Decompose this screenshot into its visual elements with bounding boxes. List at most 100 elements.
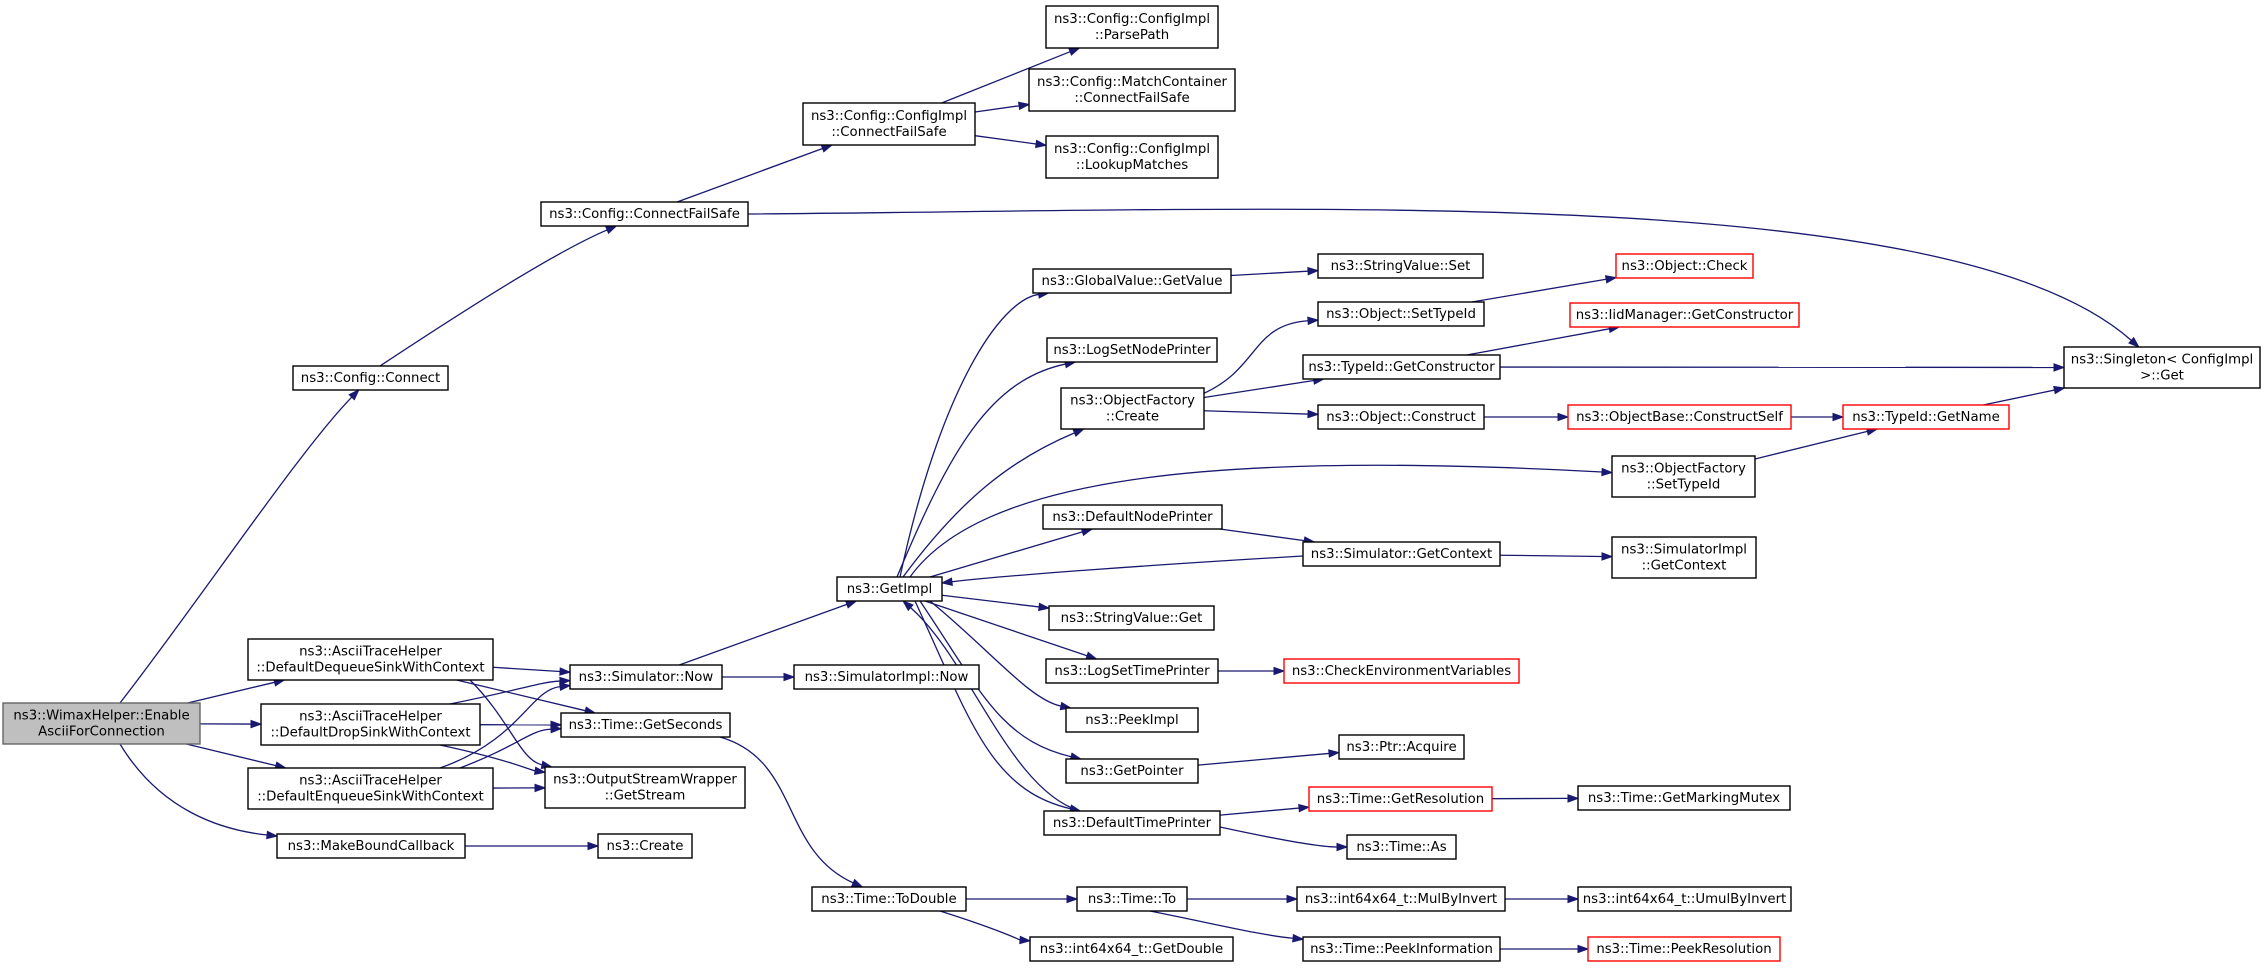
node-time-peekinformation[interactable]: ns3::Time::PeekInformation: [1302, 936, 1501, 962]
node-label: ns3::StringValue::Get: [1061, 611, 1203, 626]
edge-line: [919, 600, 1072, 758]
node-label: ::ConnectFailSafe: [1074, 91, 1189, 106]
node-time-to[interactable]: ns3::Time::To: [1076, 886, 1188, 912]
edge-line: [459, 728, 552, 769]
edge-root-to-config_connect: [119, 388, 360, 704]
node-box: [292, 365, 449, 391]
node-box: [1611, 536, 1757, 579]
edge-line: [469, 679, 543, 766]
node-box: [1042, 504, 1223, 530]
arrowhead-object_settypeid-object_check: [1604, 275, 1618, 284]
edge-objectfactory_settypeid-to-typeid_getname: [1754, 427, 1879, 460]
node-int64-getdouble[interactable]: ns3::int64x64_t::GetDouble: [1029, 936, 1234, 962]
edge-time_to-to-int64_mulbyinvert: [1187, 894, 1299, 904]
arrowhead-configimpl_connectfailsafe-matchcontainer_connectfailsafe: [1018, 101, 1031, 111]
edge-line: [896, 363, 1066, 578]
node-time-peekresolution[interactable]: ns3::Time::PeekResolution: [1587, 936, 1781, 962]
node-label: ns3::GetImpl: [847, 582, 932, 597]
arrowhead-time_getresolution-time_getmarkingmutex: [1567, 794, 1580, 803]
arrowhead-object_construct-objectbase_constructself: [1557, 412, 1570, 422]
node-iidmanager-getconstructor[interactable]: ns3::IidManager::GetConstructor: [1569, 302, 1800, 328]
node-peekimpl[interactable]: ns3::PeekImpl: [1065, 707, 1199, 733]
node-int64-mulbyinvert[interactable]: ns3::int64x64_t::MulByInvert: [1296, 886, 1506, 912]
edge-objectbase_constructself-to-typeid_getname: [1791, 412, 1845, 422]
arrowhead-objectfactory_create-object_settypeid: [1307, 316, 1320, 326]
arrowhead-objectbase_constructself-typeid_getname: [1832, 412, 1845, 422]
node-box: [597, 833, 693, 859]
edge-getpointer-to-ptr_acquire: [1197, 749, 1341, 766]
edge-getimpl-to-logsetnodeprinter: [896, 359, 1077, 578]
node-label: ns3::SimulatorImpl::Now: [805, 670, 969, 685]
node-stringvalue-set[interactable]: ns3::StringValue::Set: [1317, 253, 1484, 279]
edge-line: [187, 681, 275, 704]
node-matchcontainer-connectfailsafe[interactable]: ns3::Config::MatchContainer::ConnectFail…: [1028, 68, 1236, 112]
arrowhead-simulator_getcontext-getimpl: [940, 577, 953, 586]
node-object-check[interactable]: ns3::Object::Check: [1615, 253, 1754, 279]
node-simulator-now[interactable]: ns3::Simulator::Now: [569, 664, 723, 690]
node-singleton-get[interactable]: ns3::Singleton< ConfigImpl >::Get: [2063, 346, 2261, 389]
node-ascii-dequeue[interactable]: ns3::AsciiTraceHelper::DefaultDequeueSin…: [247, 638, 494, 681]
node-config-connectfailsafe[interactable]: ns3::Config::ConnectFailSafe: [540, 201, 749, 227]
node-time-getmarkingmutex[interactable]: ns3::Time::GetMarkingMutex: [1577, 785, 1791, 811]
node-simulator-getcontext[interactable]: ns3::Simulator::GetContext: [1302, 541, 1501, 567]
edge-logsettimeprinter-to-checkenvvars: [1218, 666, 1286, 676]
node-box: [1043, 810, 1221, 836]
node-label: ns3::MakeBoundCallback: [288, 839, 455, 854]
node-ptr-acquire[interactable]: ns3::Ptr::Acquire: [1338, 734, 1465, 760]
node-checkenvvars[interactable]: ns3::CheckEnvironmentVariables: [1283, 658, 1520, 684]
node-logsetnodeprinter[interactable]: ns3::LogSetNodePrinter: [1046, 337, 1218, 363]
node-create[interactable]: ns3::Create: [597, 833, 693, 859]
node-objectfactory-settypeid[interactable]: ns3::ObjectFactory::SetTypeId: [1611, 455, 1756, 498]
node-configimpl-lookupmatches[interactable]: ns3::Config::ConfigImpl::LookupMatches: [1045, 135, 1219, 179]
node-label: ns3::ObjectFactory: [1621, 462, 1746, 477]
node-root[interactable]: ns3::WimaxHelper::EnableAsciiForConnecti…: [2, 702, 201, 745]
node-config-connect[interactable]: ns3::Config::Connect: [292, 365, 449, 391]
node-time-todouble[interactable]: ns3::Time::ToDouble: [811, 886, 967, 912]
node-getimpl[interactable]: ns3::GetImpl: [836, 576, 943, 602]
edge-simulator_getcontext-to-getimpl: [940, 555, 1304, 586]
edge-globalvalue_getvalue-to-stringvalue_set: [1230, 266, 1320, 277]
node-simulatorimpl-now[interactable]: ns3::SimulatorImpl::Now: [793, 664, 980, 690]
node-box: [811, 886, 967, 912]
edge-line: [1983, 389, 2055, 406]
node-simulatorimpl-getcontext[interactable]: ns3::SimulatorImpl::GetContext: [1611, 536, 1757, 579]
edge-line: [456, 679, 586, 712]
node-label: ns3::LogSetNodePrinter: [1053, 343, 1211, 358]
edge-simulator_now-to-getimpl: [678, 600, 858, 666]
node-logsettimeprinter[interactable]: ns3::LogSetTimePrinter: [1045, 658, 1219, 684]
node-object-construct[interactable]: ns3::Object::Construct: [1317, 404, 1485, 430]
node-objectfactory-create[interactable]: ns3::ObjectFactory::Create: [1060, 387, 1205, 430]
node-stringvalue-get[interactable]: ns3::StringValue::Get: [1048, 605, 1215, 631]
node-getpointer[interactable]: ns3::GetPointer: [1065, 758, 1199, 784]
node-objectbase-constructself[interactable]: ns3::ObjectBase::ConstructSelf: [1567, 404, 1792, 430]
node-typeid-getconstructor[interactable]: ns3::TypeId::GetConstructor: [1302, 354, 1501, 380]
node-time-getresolution[interactable]: ns3::Time::GetResolution: [1308, 786, 1493, 812]
node-defaulttimeprinter[interactable]: ns3::DefaultTimePrinter: [1043, 810, 1221, 836]
node-label: ::DefaultDequeueSinkWithContext: [256, 661, 484, 676]
arrowhead-config_connect-config_connectfailsafe: [604, 225, 618, 235]
node-defaultnodeprinter[interactable]: ns3::DefaultNodePrinter: [1042, 504, 1223, 530]
node-ascii-drop[interactable]: ns3::AsciiTraceHelper::DefaultDropSinkWi…: [260, 703, 481, 746]
edge-ascii_drop-to-time_getseconds: [479, 720, 563, 730]
node-typeid-getname[interactable]: ns3::TypeId::GetName: [1842, 404, 2010, 430]
edge-line: [910, 607, 1081, 812]
node-label: ns3::GlobalValue::GetValue: [1042, 274, 1223, 289]
node-int64-umulbyinvert[interactable]: ns3::int64x64_t::UmulByInvert: [1577, 886, 1792, 912]
node-configimpl-parsepath[interactable]: ns3::Config::ConfigImpl::ParsePath: [1045, 5, 1219, 49]
node-time-as[interactable]: ns3::Time::As: [1346, 834, 1457, 860]
node-outputstream-getstream[interactable]: ns3::OutputStreamWrapper::GetStream: [544, 766, 746, 809]
edge-time_todouble-to-time_to: [966, 894, 1079, 904]
node-box: [560, 712, 731, 738]
node-globalvalue-getvalue[interactable]: ns3::GlobalValue::GetValue: [1032, 268, 1232, 294]
node-label: ::GetContext: [1642, 559, 1727, 574]
node-ascii-enqueue[interactable]: ns3::AsciiTraceHelper::DefaultEnqueueSin…: [247, 767, 494, 810]
node-label: ns3::AsciiTraceHelper: [299, 710, 442, 725]
node-configimpl-connectfailsafe[interactable]: ns3::Config::ConfigImpl::ConnectFailSafe: [802, 102, 976, 146]
node-object-settypeid[interactable]: ns3::Object::SetTypeId: [1317, 301, 1485, 327]
node-label: ns3::ObjectBase::ConstructSelf: [1576, 410, 1783, 425]
edge-root-to-ascii_drop: [199, 719, 263, 729]
node-makeboundcallback[interactable]: ns3::MakeBoundCallback: [276, 833, 466, 859]
arrowhead-root-makeboundcallback: [266, 830, 279, 840]
node-time-getseconds[interactable]: ns3::Time::GetSeconds: [560, 712, 731, 738]
